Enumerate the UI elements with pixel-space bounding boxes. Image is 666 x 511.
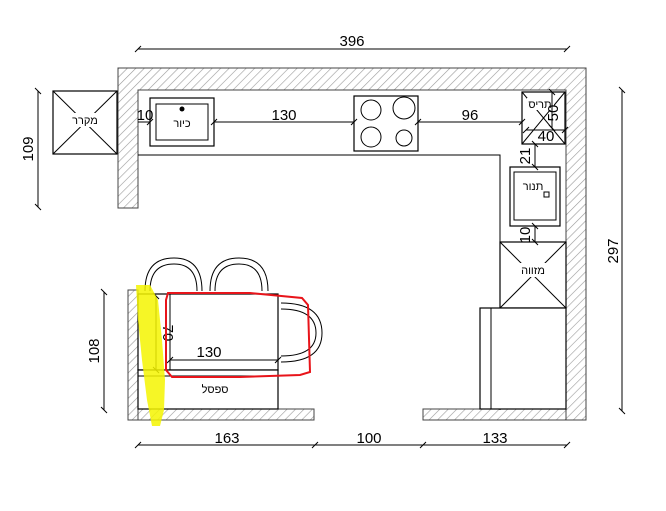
dimension-lines: 396 297 109 108 163 100 133 10 130 96 40… xyxy=(20,33,626,449)
dim-oven-10: 10 xyxy=(517,227,534,244)
sink: כיור xyxy=(149,97,215,147)
dim-left-height: 109 xyxy=(20,136,37,161)
fridge-box-label: תריס xyxy=(528,99,551,111)
oven-label: תנור xyxy=(523,181,544,193)
bottom-left-wall xyxy=(137,408,315,421)
island-depth-dim: 70 xyxy=(159,325,176,342)
dim-island-height: 108 xyxy=(86,338,103,363)
pantry-label: מזווה xyxy=(521,265,545,277)
tall-cabinet xyxy=(479,307,567,410)
dim-top-width: 396 xyxy=(339,33,364,50)
sink-label: כיור xyxy=(173,118,191,130)
yellow-highlight xyxy=(136,285,165,426)
dim-oven-21: 21 xyxy=(517,148,534,165)
top-wall xyxy=(117,67,587,421)
burner-icon xyxy=(392,96,416,120)
bench-label: ספסל xyxy=(202,383,229,396)
oven: תנור xyxy=(509,166,561,227)
markup-annotations xyxy=(136,285,312,426)
burner-icon xyxy=(395,129,413,147)
pantry: מזווה xyxy=(499,241,567,309)
cooktop xyxy=(353,95,419,152)
chair-icon xyxy=(144,257,203,292)
dim-fridge-50: 50 xyxy=(545,105,562,122)
dim-bottom-middle: 100 xyxy=(356,430,381,447)
chair-icon xyxy=(280,302,323,363)
dim-counter-96: 96 xyxy=(462,107,479,124)
dim-sink-gap: 10 xyxy=(137,107,154,124)
left-wall-lower xyxy=(127,289,139,421)
fridge-box: תריס xyxy=(521,91,566,145)
burner-icon xyxy=(360,126,382,148)
burner-icon xyxy=(360,99,382,121)
freezer-unit: מקרר xyxy=(52,90,118,155)
dim-fridge-40: 40 xyxy=(538,128,555,145)
freezer-label: מקרר xyxy=(72,115,98,127)
red-outline xyxy=(165,292,312,378)
dim-counter-130: 130 xyxy=(271,107,296,124)
bottom-right-wall xyxy=(422,408,567,421)
dim-right-height: 297 xyxy=(605,238,622,263)
chair-icon xyxy=(209,257,269,292)
dim-bottom-left: 163 xyxy=(214,430,239,447)
island-width-dim: 130 xyxy=(196,344,221,361)
dim-bottom-right: 133 xyxy=(482,430,507,447)
